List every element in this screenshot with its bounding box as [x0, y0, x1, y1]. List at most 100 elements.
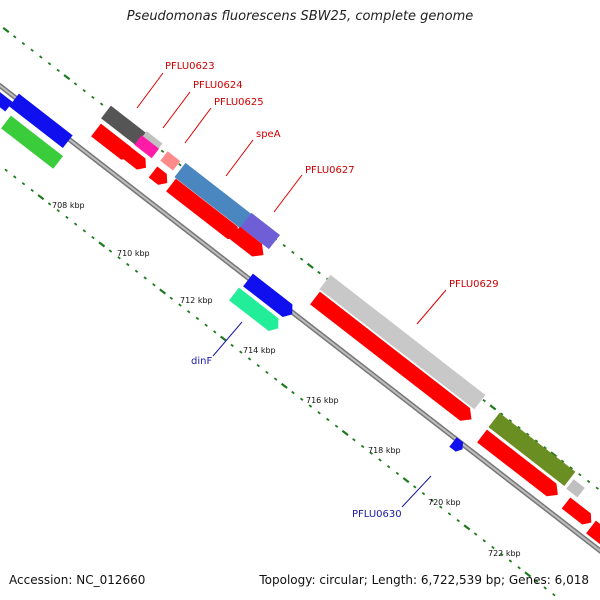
gene-PFLU0624[interactable] [134, 135, 160, 159]
minor-tick-mark [73, 82, 78, 86]
leader-PFLU0629 [416, 289, 447, 325]
tick-label: 720 kbp [428, 498, 461, 507]
gene-PFLU0627[interactable] [240, 212, 280, 250]
minor-tick-mark [543, 586, 547, 590]
minor-tick-mark [482, 398, 486, 403]
gene-labels: PFLU0623 PFLU0624 PFLU0625 speA PFLU0627… [165, 61, 499, 520]
feature-blue-dinF-region[interactable] [243, 273, 297, 321]
feature-olive[interactable] [488, 412, 576, 486]
feature-left-green[interactable] [1, 115, 64, 169]
minor-tick-mark [534, 439, 539, 443]
map-title: Pseudomonas fluorescens SBW25, complete … [126, 9, 474, 24]
minor-tick-mark [517, 425, 521, 430]
minor-tick-mark [47, 62, 52, 66]
minor-tick-mark [439, 505, 443, 509]
feature-small-gray-right[interactable] [566, 479, 585, 498]
minor-tick-mark [482, 539, 487, 543]
label-leaders [136, 72, 447, 508]
minor-tick-mark [378, 458, 382, 462]
leader-PFLU0623 [136, 72, 164, 109]
minor-tick-mark [291, 250, 295, 255]
minor-tick-mark [82, 229, 87, 233]
minor-tick-mark [317, 411, 321, 415]
label-PFLU0623[interactable]: PFLU0623 [165, 61, 215, 72]
cds-arrow[interactable] [166, 178, 244, 244]
minor-tick-mark [160, 149, 165, 153]
minor-tick-mark [30, 48, 34, 52]
feature-left-blue[interactable] [9, 93, 73, 148]
minor-tick-mark [108, 249, 113, 253]
gene-speA[interactable] [174, 162, 254, 230]
tick-label: 718 kbp [368, 446, 401, 455]
minor-tick-mark [152, 283, 156, 287]
minor-tick-mark [369, 451, 374, 455]
minor-tick-mark [317, 270, 321, 275]
label-speA[interactable]: speA [256, 129, 281, 140]
label-PFLU0624[interactable]: PFLU0624 [193, 80, 243, 91]
feature-left-blue-top[interactable] [0, 87, 13, 112]
cds-arrow[interactable] [230, 226, 268, 262]
minor-tick-mark [65, 215, 69, 220]
minor-tick-mark [178, 303, 182, 307]
gene-PFLU0629[interactable] [319, 274, 486, 410]
minor-tick-mark [473, 532, 478, 536]
minor-tick-mark [12, 35, 17, 39]
minor-tick-mark [73, 222, 78, 226]
major-tick-mark [220, 335, 227, 342]
genome-backbone [0, 82, 600, 554]
cds-arrow[interactable] [148, 166, 172, 188]
major-tick-mark [159, 288, 167, 295]
tick-label: 710 kbp [117, 249, 150, 258]
cds-arrow[interactable] [310, 291, 476, 426]
minor-tick-mark [117, 256, 121, 260]
minor-tick-mark [595, 486, 599, 490]
minor-tick-mark [413, 485, 417, 489]
minor-tick-mark [4, 168, 8, 172]
minor-tick-mark [499, 412, 504, 416]
cds-arrow[interactable] [561, 497, 596, 528]
major-tick-mark [306, 262, 314, 269]
minor-tick-mark [39, 55, 43, 59]
minor-tick-mark [517, 566, 521, 570]
label-PFLU0625[interactable]: PFLU0625 [214, 97, 264, 108]
major-tick-mark [341, 429, 349, 436]
minor-tick-mark [99, 102, 104, 106]
minor-tick-mark [586, 479, 591, 484]
minor-tick-mark [456, 518, 460, 523]
minor-tick-mark [386, 465, 391, 469]
minor-tick-mark [134, 269, 139, 273]
major-tick-mark [402, 477, 410, 484]
minor-tick-mark [282, 243, 286, 248]
minor-tick-mark [56, 68, 60, 73]
gene-PFLU0623[interactable] [101, 105, 146, 146]
minor-tick-mark [352, 438, 356, 442]
cds-arrow[interactable] [586, 520, 600, 546]
cds-arrow[interactable] [122, 147, 151, 173]
cds-arrow[interactable] [91, 123, 137, 165]
minor-tick-mark [30, 188, 34, 193]
minor-tick-mark [552, 593, 556, 597]
label-PFLU0630[interactable]: PFLU0630 [352, 509, 402, 520]
minor-tick-mark [186, 310, 191, 314]
major-tick-mark [280, 382, 288, 389]
cds-arrow[interactable] [477, 429, 563, 501]
gene-PFLU0630[interactable] [449, 437, 466, 454]
label-PFLU0629[interactable]: PFLU0629 [449, 279, 499, 290]
major-tick-mark [463, 524, 471, 531]
leader-speA [225, 139, 254, 177]
minor-tick-mark [395, 471, 400, 476]
gene-PFLU0625[interactable] [160, 151, 181, 171]
minor-tick-mark [195, 316, 200, 321]
minor-tick-mark [143, 276, 147, 280]
minor-tick-mark [169, 296, 174, 300]
minor-tick-mark [56, 209, 60, 213]
gene-dinF[interactable] [229, 287, 283, 335]
minor-tick-mark [508, 419, 513, 423]
major-tick-mark [550, 451, 558, 458]
minor-tick-mark [247, 357, 252, 361]
accession-text: Accession: NC_012660 [9, 573, 146, 587]
label-PFLU0627[interactable]: PFLU0627 [305, 165, 355, 176]
genome-summary-text: Topology: circular; Length: 6,722,539 bp… [259, 573, 589, 587]
label-dinF[interactable]: dinF [191, 356, 212, 367]
